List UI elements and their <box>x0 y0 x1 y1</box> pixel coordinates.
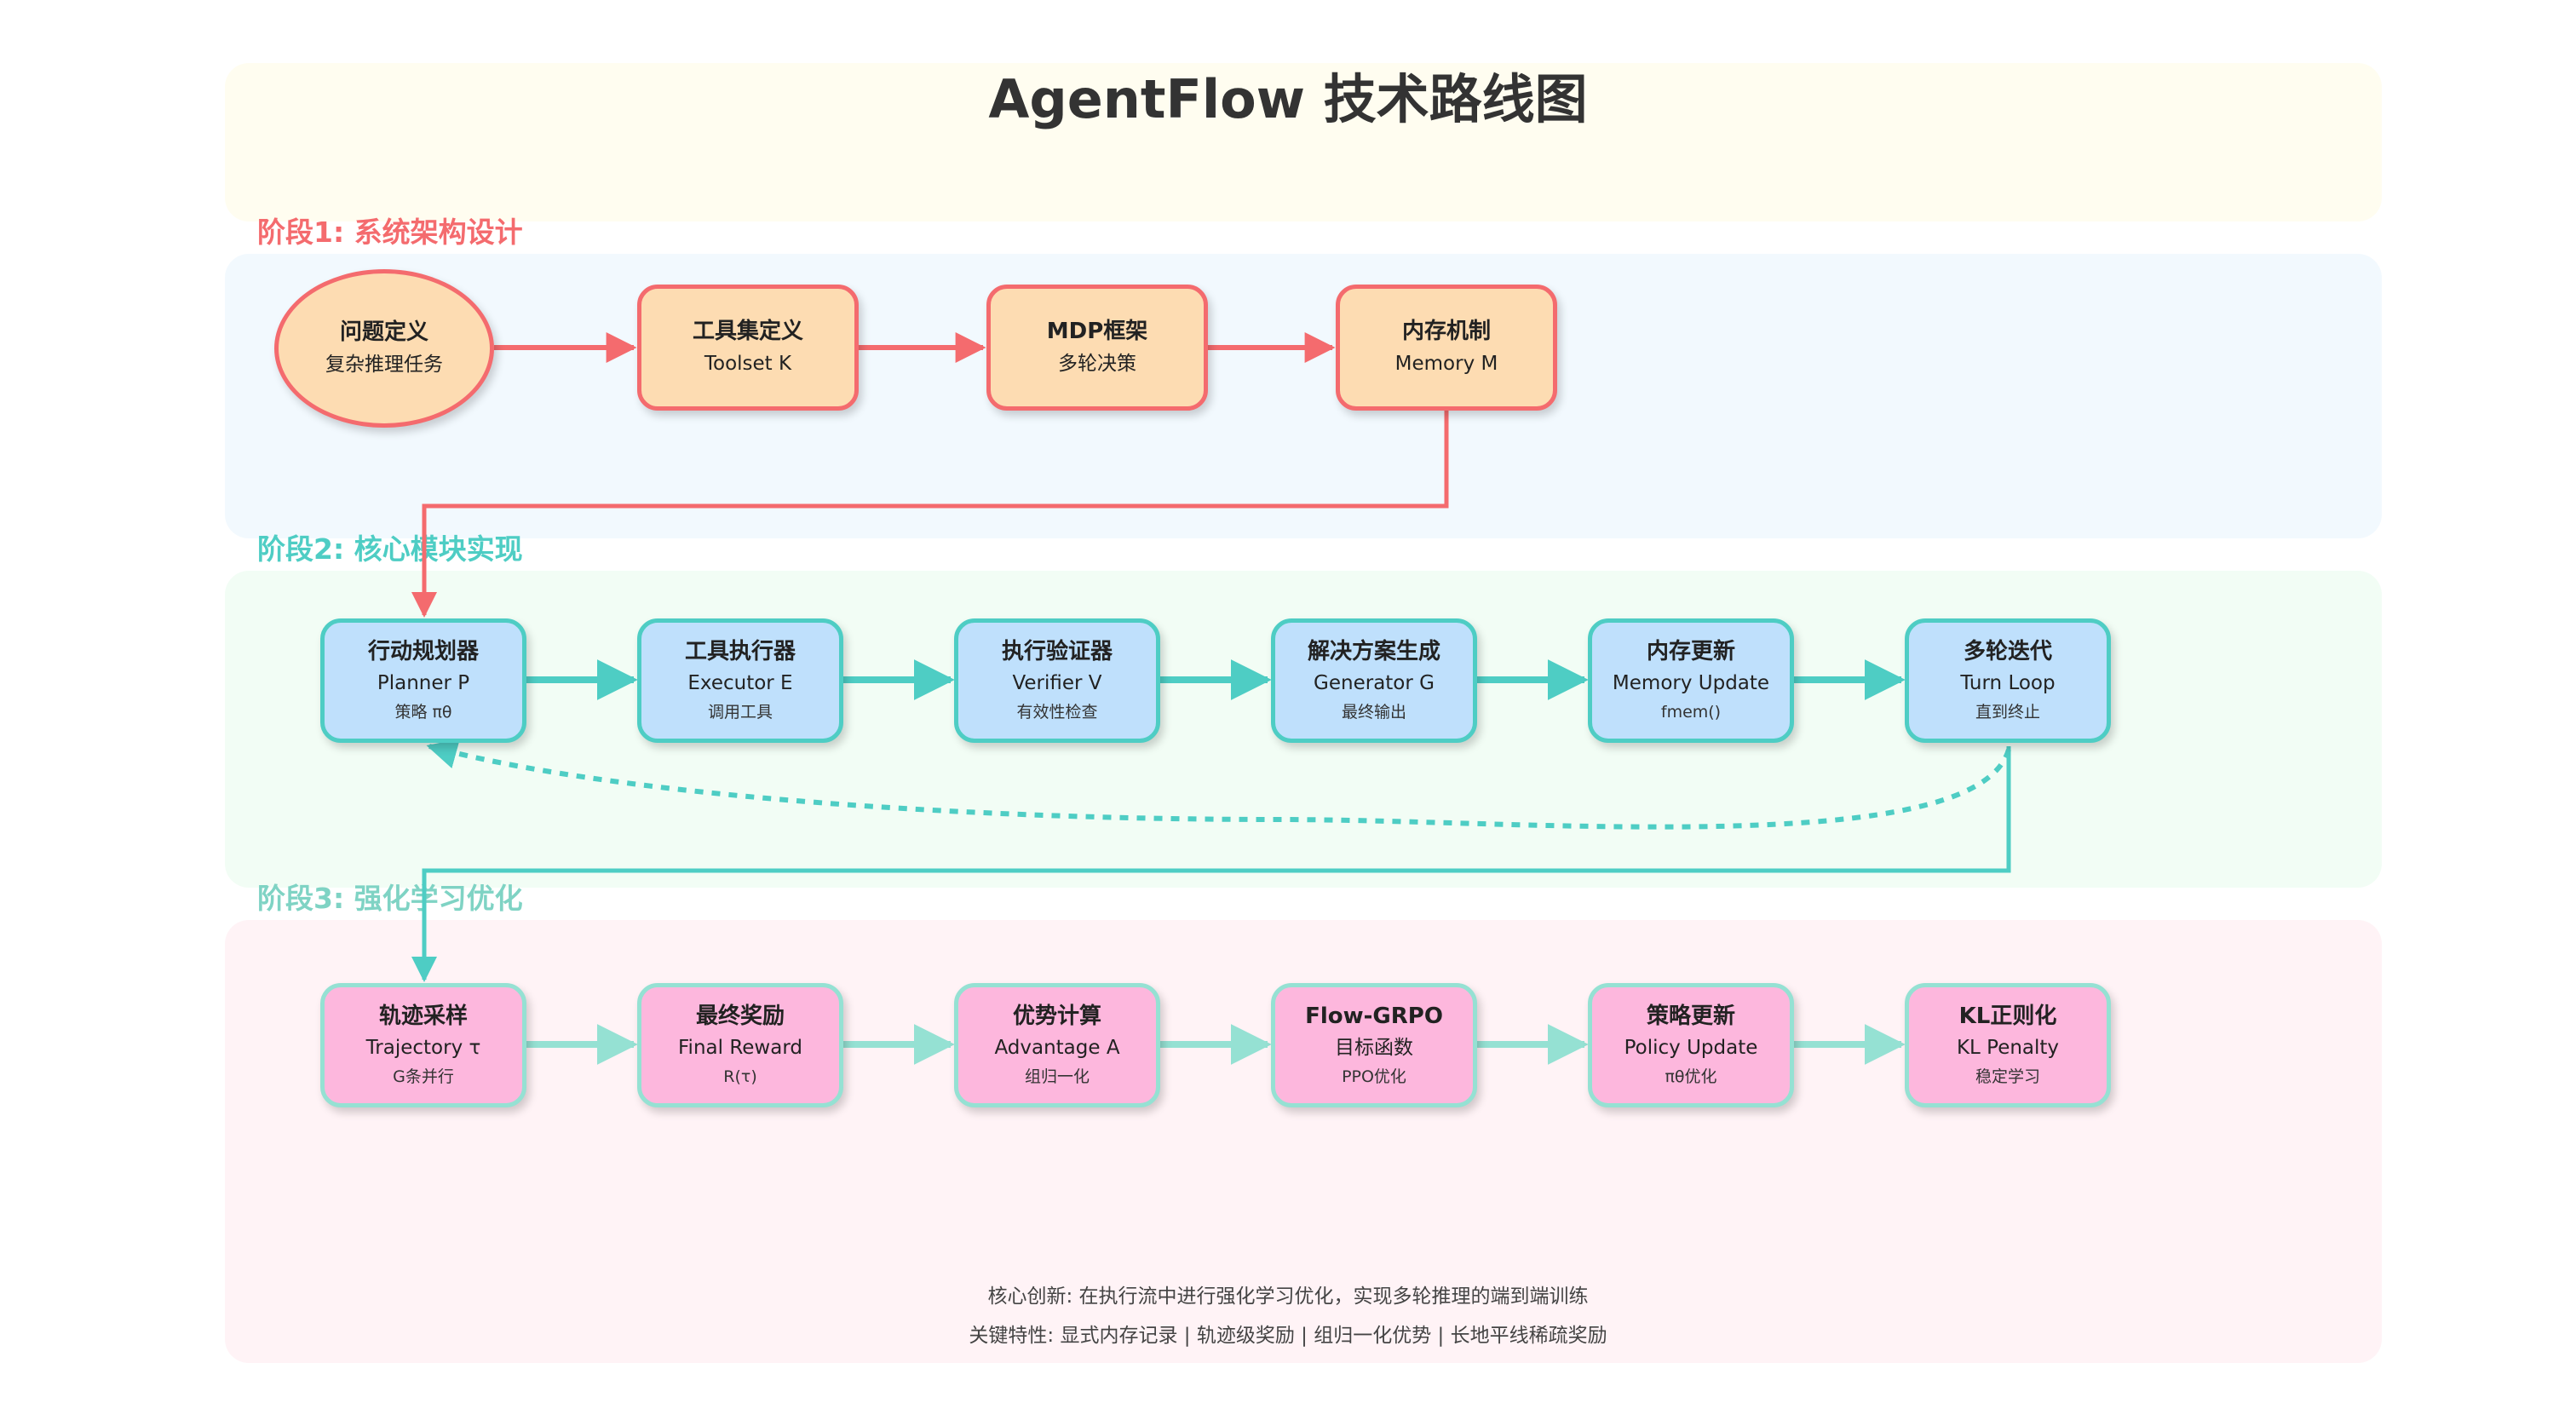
node-subtitle: Turn Loop <box>1960 672 2056 695</box>
title-band <box>225 63 2382 221</box>
node-final-reward: 最终奖励 Final Reward R(τ) <box>637 983 843 1107</box>
node-policy-update: 策略更新 Policy Update πθ优化 <box>1588 983 1794 1107</box>
node-verifier: 执行验证器 Verifier V 有效性检查 <box>954 618 1160 743</box>
stage1-band <box>225 254 2382 538</box>
node-detail: R(τ) <box>723 1067 757 1087</box>
node-subtitle: Memory Update <box>1612 672 1770 695</box>
node-title: 最终奖励 <box>695 1003 785 1029</box>
node-subtitle: Toolset K <box>704 352 792 375</box>
node-title: 轨迹采样 <box>378 1003 468 1029</box>
node-detail: 策略 πθ <box>394 703 452 722</box>
node-title: 多轮迭代 <box>1963 638 2052 664</box>
node-subtitle: 多轮决策 <box>1058 352 1136 375</box>
node-generator: 解决方案生成 Generator G 最终输出 <box>1271 618 1477 743</box>
node-subtitle: Verifier V <box>1012 672 1102 695</box>
node-title: 行动规划器 <box>367 638 479 664</box>
arrow-s1-to-s2 <box>411 411 1449 618</box>
node-title: 内存更新 <box>1646 638 1735 664</box>
node-title: 解决方案生成 <box>1307 638 1440 664</box>
node-subtitle: Memory M <box>1394 352 1498 375</box>
node-detail: 稳定学习 <box>1975 1067 2040 1087</box>
node-detail: 最终输出 <box>1341 703 1406 722</box>
node-title: 优势计算 <box>1012 1003 1101 1029</box>
node-detail: G条并行 <box>393 1067 454 1087</box>
node-subtitle: KL Penalty <box>1956 1037 2060 1060</box>
node-title: 问题定义 <box>339 319 428 346</box>
node-subtitle: Final Reward <box>678 1037 802 1060</box>
node-title: 策略更新 <box>1646 1003 1735 1029</box>
node-detail: 组归一化 <box>1024 1067 1090 1087</box>
node-subtitle: Policy Update <box>1624 1037 1758 1060</box>
node-turn-loop: 多轮迭代 Turn Loop 直到终止 <box>1905 618 2111 743</box>
node-title: MDP框架 <box>1046 319 1148 345</box>
node-executor: 工具执行器 Executor E 调用工具 <box>637 618 843 743</box>
footer-innovation: 核心创新: 在执行流中进行强化学习优化，实现多轮推理的端到端训练 <box>987 1285 1589 1308</box>
node-detail: fmem() <box>1660 703 1722 722</box>
node-subtitle: Planner P <box>377 672 470 695</box>
node-memory-update: 内存更新 Memory Update fmem() <box>1588 618 1794 743</box>
arrow-loop-feedback <box>426 739 2011 830</box>
node-detail: πθ优化 <box>1665 1067 1717 1087</box>
node-kl-penalty: KL正则化 KL Penalty 稳定学习 <box>1905 983 2111 1107</box>
arrow-s2-to-s3 <box>411 746 2011 982</box>
node-detail: PPO优化 <box>1342 1067 1406 1087</box>
node-problem-definition: 问题定义 复杂推理任务 <box>274 269 494 428</box>
node-subtitle: Generator G <box>1314 672 1435 695</box>
node-title: 内存机制 <box>1401 319 1491 345</box>
node-subtitle: Executor E <box>687 672 793 695</box>
stage2-label: 阶段2: 核心模块实现 <box>257 532 523 566</box>
node-flow-grpo: Flow-GRPO 目标函数 PPO优化 <box>1271 983 1477 1107</box>
node-trajectory-sampling: 轨迹采样 Trajectory τ G条并行 <box>320 983 526 1107</box>
node-detail: 直到终止 <box>1975 703 2040 722</box>
page-title: AgentFlow 技术路线图 <box>988 68 1588 130</box>
node-title: 执行验证器 <box>1001 638 1113 664</box>
stage3-label: 阶段3: 强化学习优化 <box>257 882 523 915</box>
node-subtitle: 复杂推理任务 <box>325 353 443 376</box>
node-planner: 行动规划器 Planner P 策略 πθ <box>320 618 526 743</box>
node-subtitle: 目标函数 <box>1335 1037 1413 1060</box>
node-memory-mechanism: 内存机制 Memory M <box>1336 285 1557 411</box>
node-toolset: 工具集定义 Toolset K <box>637 285 859 411</box>
node-advantage: 优势计算 Advantage A 组归一化 <box>954 983 1160 1107</box>
node-subtitle: Trajectory τ <box>365 1037 481 1060</box>
node-title: KL正则化 <box>1958 1003 2057 1029</box>
node-detail: 调用工具 <box>707 703 773 722</box>
node-title: 工具执行器 <box>684 638 796 664</box>
footer-features: 关键特性: 显式内存记录 | 轨迹级奖励 | 组归一化优势 | 长地平线稀疏奖励 <box>969 1325 1607 1347</box>
node-detail: 有效性检查 <box>1016 703 1098 722</box>
node-title: Flow-GRPO <box>1305 1003 1443 1029</box>
stage1-label: 阶段1: 系统架构设计 <box>257 216 523 249</box>
node-mdp-framework: MDP框架 多轮决策 <box>986 285 1208 411</box>
node-subtitle: Advantage A <box>994 1037 1120 1060</box>
node-title: 工具集定义 <box>692 319 803 345</box>
